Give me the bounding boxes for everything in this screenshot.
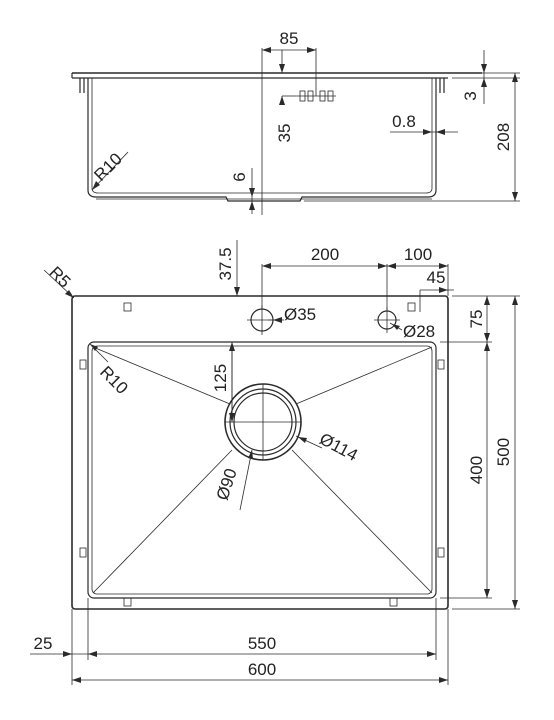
- side-view: 85 35 6 R10 0.8 3 208: [71, 29, 520, 215]
- top-slope-lines: [92, 346, 433, 594]
- dim-100-label: 100: [404, 245, 432, 264]
- dim-r10-side-label: R10: [90, 149, 125, 184]
- dim-550-label: 550: [248, 634, 276, 653]
- top-view: R5 37.5 200 100 45 Ø35 Ø28: [30, 240, 520, 685]
- dim-45-label: 45: [427, 268, 446, 287]
- dim-85-label: 85: [280, 29, 299, 48]
- side-right-lip: [439, 78, 445, 93]
- dim-d28-label: Ø28: [403, 322, 435, 341]
- dim-d35-label: Ø35: [284, 305, 316, 324]
- dim-208-label: 208: [494, 123, 513, 151]
- top-clip-marks: [79, 302, 445, 607]
- dim-125-label: 125: [211, 364, 230, 392]
- dim-d90-leader: [239, 449, 253, 511]
- dim-35-label: 35: [275, 124, 294, 143]
- dim-75-label: 75: [467, 310, 486, 329]
- top-overflow-hole: [374, 307, 400, 333]
- side-left-lip: [79, 78, 85, 93]
- dim-400-label: 400: [467, 456, 486, 484]
- dim-200-label: 200: [311, 245, 339, 264]
- top-inner-basin-lip: [91, 345, 433, 595]
- dim-r10-top-label: R10: [96, 362, 131, 397]
- top-drain: [224, 383, 302, 461]
- dim-d90-label: Ø90: [213, 466, 241, 502]
- side-bowl-outline: [87, 78, 437, 202]
- dim-500-label: 500: [494, 438, 513, 466]
- dim-d114-label: Ø114: [316, 429, 361, 465]
- dim-6-label: 6: [230, 172, 249, 181]
- dim-0-8-label: 0.8: [392, 112, 416, 131]
- dim-3-label: 3: [461, 91, 480, 100]
- dim-r5-label: R5: [45, 263, 74, 292]
- top-inner-basin: [87, 341, 437, 599]
- top-outer-flange: [71, 295, 449, 610]
- dim-25-label: 25: [34, 634, 53, 653]
- dim-600-label: 600: [248, 660, 276, 679]
- dim-37-5-label: 37.5: [216, 247, 235, 280]
